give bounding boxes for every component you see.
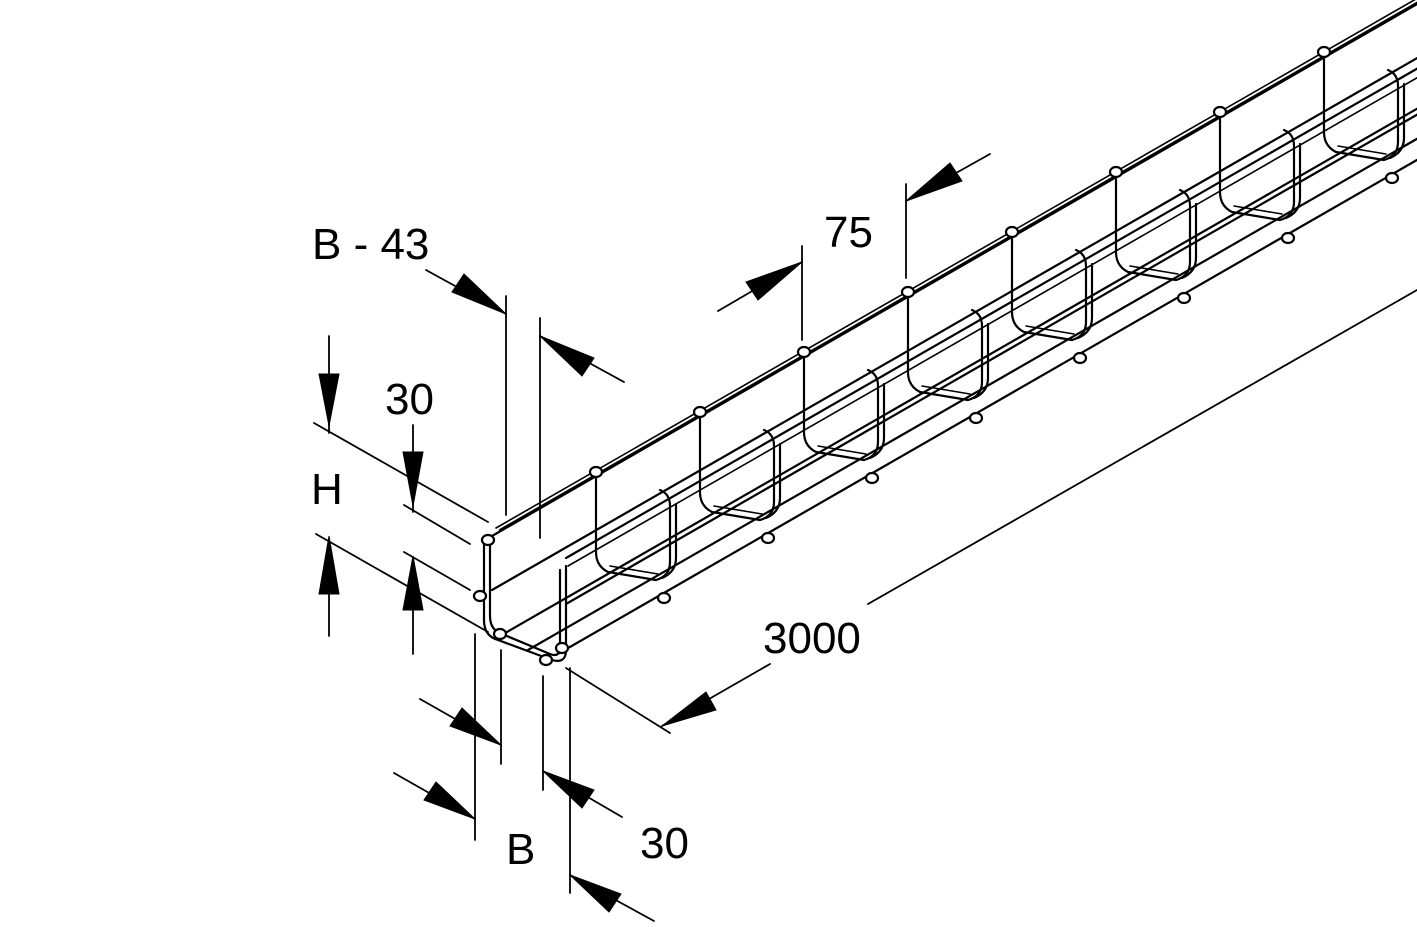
cross-wire-back-7 xyxy=(1218,114,1234,214)
arrow-b43-right xyxy=(539,335,595,377)
cross-wire-front-inner-2 xyxy=(764,442,782,520)
rail-front-middle xyxy=(564,113,1417,606)
arrow-75-right xyxy=(905,162,963,202)
floor-rung-inner-7 xyxy=(1233,205,1283,215)
weld-back-6 xyxy=(1108,165,1124,179)
front-end-frame xyxy=(482,538,568,662)
dim-30v-extension-top xyxy=(403,504,471,545)
weld-floor-3 xyxy=(864,471,880,485)
weld-back-5 xyxy=(1004,225,1020,239)
floor-rung-3 xyxy=(814,450,866,462)
cross-wire-front-inner-1 xyxy=(660,502,678,580)
floor-rung-inner-8 xyxy=(1337,145,1387,155)
arrow-b-left xyxy=(423,781,476,820)
weld-floor-6 xyxy=(1176,291,1192,305)
cross-wire-front-inner-6 xyxy=(1180,202,1198,280)
weld-back-4 xyxy=(900,285,916,299)
cross-wire-back-8 xyxy=(1322,54,1338,154)
cross-wire-front-inner-4 xyxy=(972,322,990,400)
dim-3000-dimline-right xyxy=(867,289,1417,605)
cross-wire-front-inner-5 xyxy=(1076,262,1094,340)
floor-rung-1 xyxy=(606,570,658,582)
cross-wire-back-3 xyxy=(802,354,818,454)
dim-h-extension-top xyxy=(313,422,489,523)
cross-wire-back-2 xyxy=(698,414,714,514)
weld-floor-7 xyxy=(1280,231,1296,245)
arrow-b43-left xyxy=(451,273,507,315)
label-b-minus-43: B - 43 xyxy=(312,220,430,269)
cross-wire-back-1 xyxy=(594,474,610,574)
rail-floor-front xyxy=(554,158,1417,657)
weld-front-floor-front xyxy=(538,653,554,667)
arrow-30v-top xyxy=(402,451,424,507)
cross-wire-back-5 xyxy=(1010,234,1026,334)
label-height-h: H xyxy=(311,465,343,514)
cross-wire-front-inner-7 xyxy=(1284,142,1302,220)
floor-rung-inner-3 xyxy=(817,445,867,455)
arrow-h-bottom xyxy=(318,535,340,595)
floor-rung-6 xyxy=(1126,270,1178,282)
arrow-b-right xyxy=(542,770,595,809)
weld-floor-2 xyxy=(760,531,776,545)
rail-back-middle xyxy=(490,56,1417,592)
weld-front-back-middle xyxy=(472,589,488,603)
dim-h-extension-bottom xyxy=(315,533,489,633)
weld-floor-5 xyxy=(1072,351,1088,365)
floor-rung-4 xyxy=(918,390,970,402)
dim-30v-extension-bottom xyxy=(403,551,471,591)
floor-rung-8 xyxy=(1334,150,1386,162)
label-mesh-pitch-75: 75 xyxy=(824,208,873,257)
label-width-b: B xyxy=(506,825,536,874)
cross-wire-front-inner-8 xyxy=(1388,82,1406,160)
floor-rung-5 xyxy=(1022,330,1074,342)
label-top-offset-30: 30 xyxy=(385,375,434,424)
weld-back-8 xyxy=(1316,45,1332,59)
weld-front-floor-back xyxy=(492,627,508,641)
cross-wire-front-inner-3 xyxy=(868,382,886,460)
rail-back-top-outline xyxy=(495,0,1416,529)
arrow-75-left xyxy=(745,261,803,301)
rail-floor-middle xyxy=(526,137,1417,652)
rail-front-top xyxy=(564,67,1417,560)
arrow-30v-bottom xyxy=(402,555,424,611)
floor-rung-inner-2 xyxy=(713,505,763,515)
arrow-b-far xyxy=(569,874,622,913)
dimension-lines xyxy=(313,153,1417,922)
weld-front-corner xyxy=(554,641,570,655)
rail-floor-back xyxy=(498,107,1417,638)
cross-wire-front-1 xyxy=(654,488,672,582)
floor-rung-2 xyxy=(710,510,762,522)
rail-back-top-inner xyxy=(498,1,1417,532)
weld-floor-1 xyxy=(656,591,672,605)
floor-rung-inner-5 xyxy=(1025,325,1075,335)
cross-wire-back-6 xyxy=(1114,174,1130,274)
weld-floor-4 xyxy=(968,411,984,425)
floor-rung-inner-4 xyxy=(921,385,971,395)
label-length-3000: 3000 xyxy=(763,614,861,663)
arrow-3000 xyxy=(661,691,717,727)
cross-wire-back-4 xyxy=(906,294,922,394)
wire-mesh-tray xyxy=(472,0,1417,667)
arrow-h-top xyxy=(318,373,340,427)
floor-rung-7 xyxy=(1230,210,1282,222)
arrow-b-inner xyxy=(449,707,502,746)
weld-back-2 xyxy=(692,405,708,419)
floor-rung-inner-1 xyxy=(609,565,659,575)
floor-rung-inner-6 xyxy=(1129,265,1179,275)
weld-back-3 xyxy=(796,345,812,359)
rail-front-top-outline xyxy=(567,76,1417,567)
label-bottom-offset-30: 30 xyxy=(640,819,689,868)
weld-floor-8 xyxy=(1384,171,1400,185)
dimension-arrows xyxy=(318,162,963,913)
dim-3000-extension-front xyxy=(565,667,671,734)
weld-back-1 xyxy=(588,465,604,479)
weld-front-back-top xyxy=(480,533,496,547)
weld-back-7 xyxy=(1212,105,1228,119)
